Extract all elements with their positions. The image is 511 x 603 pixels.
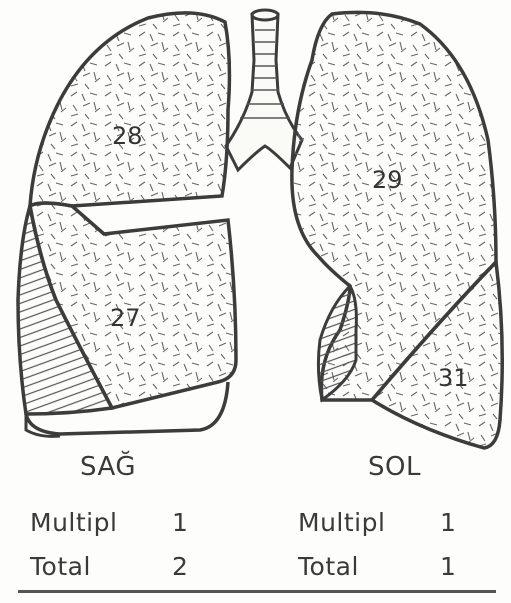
lobe-number-27: 27	[110, 304, 141, 332]
left-lung	[292, 12, 502, 448]
lobe-number-31: 31	[438, 364, 469, 392]
left-total-label: Total	[298, 552, 359, 581]
bottom-rule	[18, 590, 496, 593]
lobe-number-29: 29	[372, 166, 403, 194]
left-lung-label: SOL	[368, 452, 421, 482]
lobe-28	[30, 13, 229, 206]
right-total-value: 2	[172, 552, 188, 581]
trachea	[226, 10, 302, 170]
left-multipl-value: 1	[440, 508, 456, 537]
right-lung	[18, 13, 236, 437]
right-multipl-label: Multipl	[30, 508, 117, 537]
right-lung-label: SAĞ	[80, 452, 136, 482]
left-multipl-label: Multipl	[298, 508, 385, 537]
right-multipl-value: 1	[172, 508, 188, 537]
lobe-number-28: 28	[112, 122, 143, 150]
right-total-label: Total	[30, 552, 91, 581]
left-total-value: 1	[440, 552, 456, 581]
